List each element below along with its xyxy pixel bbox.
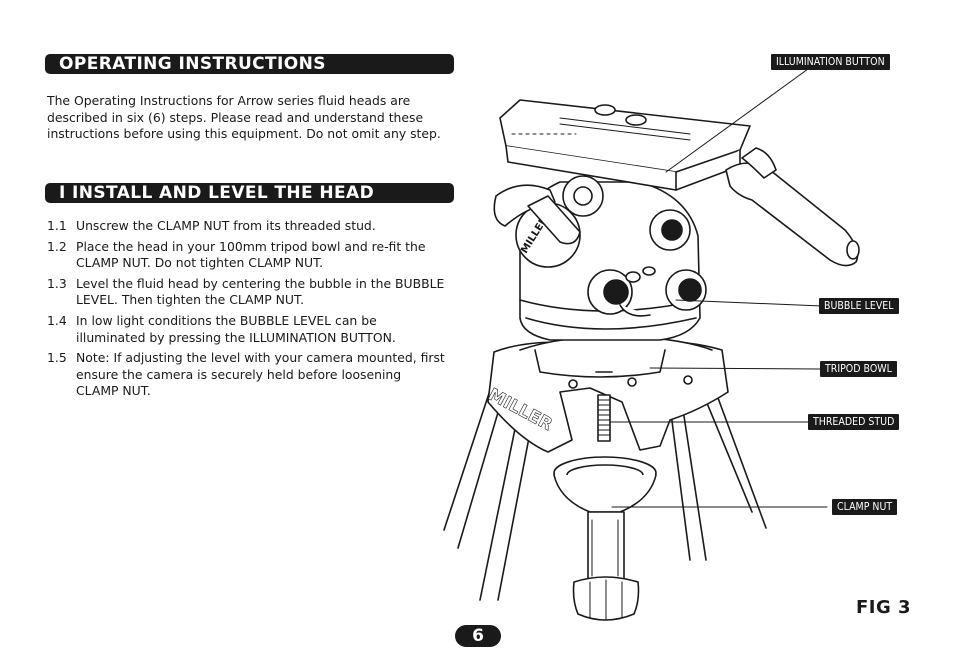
step-item: 1.2 Place the head in your 100mm tripod b…: [47, 239, 447, 272]
camera-platform: [499, 99, 751, 191]
step-item: 1.5 Note: If adjusting the level with you…: [47, 350, 447, 400]
section-title-operating: OPERATING INSTRUCTIONS: [59, 54, 326, 74]
callout-threaded-stud: THREADED STUD: [808, 414, 900, 430]
callout-bubble-level: BUBBLE LEVEL: [819, 298, 899, 314]
section-header-operating: OPERATING INSTRUCTIONS: [45, 54, 454, 74]
step-text: Note: If adjusting the level with your c…: [76, 350, 445, 399]
step-text: In low light conditions the BUBBLE LEVEL…: [76, 312, 396, 345]
step-item: 1.3 Level the fluid head by centering the…: [47, 276, 447, 309]
step-number: 1.5: [47, 350, 67, 366]
section-header-install: I INSTALL AND LEVEL THE HEAD: [45, 183, 454, 203]
threaded-stud: [597, 394, 611, 442]
step-text: Place the head in your 100mm tripod bowl…: [76, 238, 426, 271]
intro-paragraph: The Operating Instructions for Arrow ser…: [47, 93, 441, 142]
section-title-install: I INSTALL AND LEVEL THE HEAD: [59, 183, 375, 203]
step-text: Level the fluid head by centering the bu…: [76, 275, 445, 308]
step-item: 1.4 In low light conditions the BUBBLE LE…: [47, 313, 447, 346]
step-number: 1.4: [47, 312, 67, 328]
figure-label: FIG 3: [856, 597, 912, 618]
step-list: 1.1 Unscrew the CLAMP NUT from its thread…: [47, 218, 447, 404]
callout-leaders: [609, 68, 828, 508]
page-number: 6: [455, 625, 501, 647]
step-number: 1.3: [47, 275, 67, 291]
callout-illumination-button: ILLUMINATION BUTTON: [771, 54, 890, 70]
clamp-nut: [553, 456, 657, 621]
step-number: 1.1: [47, 218, 67, 233]
pan-handle: [725, 147, 860, 267]
fluid-head-body: MILLER: [493, 175, 707, 341]
step-item: 1.1 Unscrew the CLAMP NUT from its thread…: [47, 218, 447, 235]
callout-clamp-nut: CLAMP NUT: [832, 499, 898, 515]
step-number: 1.2: [47, 238, 67, 254]
step-text: Unscrew the CLAMP NUT from its threaded …: [76, 218, 376, 233]
callout-tripod-bowl: TRIPOD BOWL: [820, 361, 897, 377]
